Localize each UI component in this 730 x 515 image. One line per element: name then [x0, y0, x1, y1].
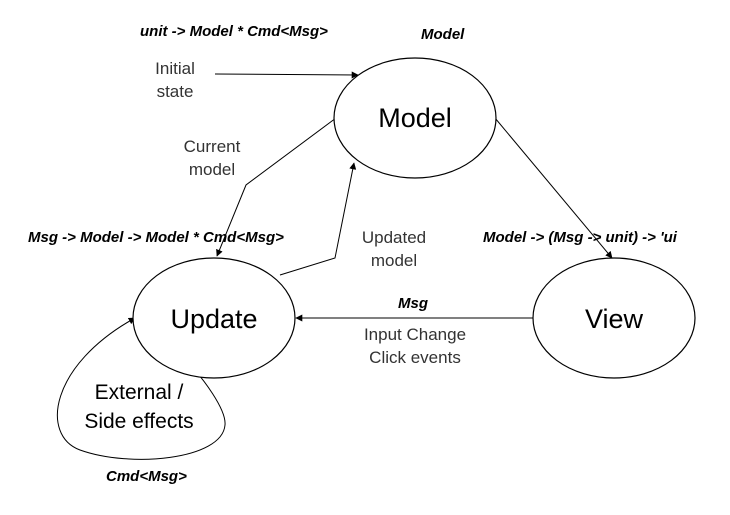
side-effects-label-line2: Side effects: [84, 410, 193, 433]
side-effects-label-line1: External /: [95, 381, 184, 404]
input-events-label-line1: Input Change: [364, 325, 466, 344]
init-signature: unit -> Model * Cmd<Msg>: [140, 23, 328, 40]
cmd-signature: Cmd<Msg>: [106, 468, 187, 485]
initial-state-label-line2: state: [157, 82, 194, 101]
current-model-arrow: [216, 117, 337, 257]
model-node: Model: [333, 57, 497, 179]
initial-state-arrow: [214, 71, 359, 79]
model-node-label: Model: [378, 103, 452, 133]
current-model-label-line2: model: [189, 160, 235, 179]
update-node: Update: [132, 257, 296, 379]
update-node-label: Update: [170, 304, 257, 334]
msg-signature: Msg: [398, 295, 428, 312]
initial-state-label-line1: Initial: [155, 59, 195, 78]
updated-model-label-line2: model: [371, 251, 417, 270]
model-to-view-arrow: [494, 117, 613, 259]
view-node: View: [532, 257, 696, 379]
view-node-label: View: [585, 304, 644, 334]
update-signature: Msg -> Model -> Model * Cmd<Msg>: [28, 229, 284, 246]
current-model-label-line1: Current: [184, 137, 241, 156]
updated-model-label-line1: Updated: [362, 228, 426, 247]
updated-model-arrow: [279, 162, 357, 276]
input-events-label-line2: Click events: [369, 348, 461, 367]
view-signature: Model -> (Msg -> unit) -> 'ui: [483, 229, 678, 246]
model-signature: Model: [421, 26, 465, 43]
